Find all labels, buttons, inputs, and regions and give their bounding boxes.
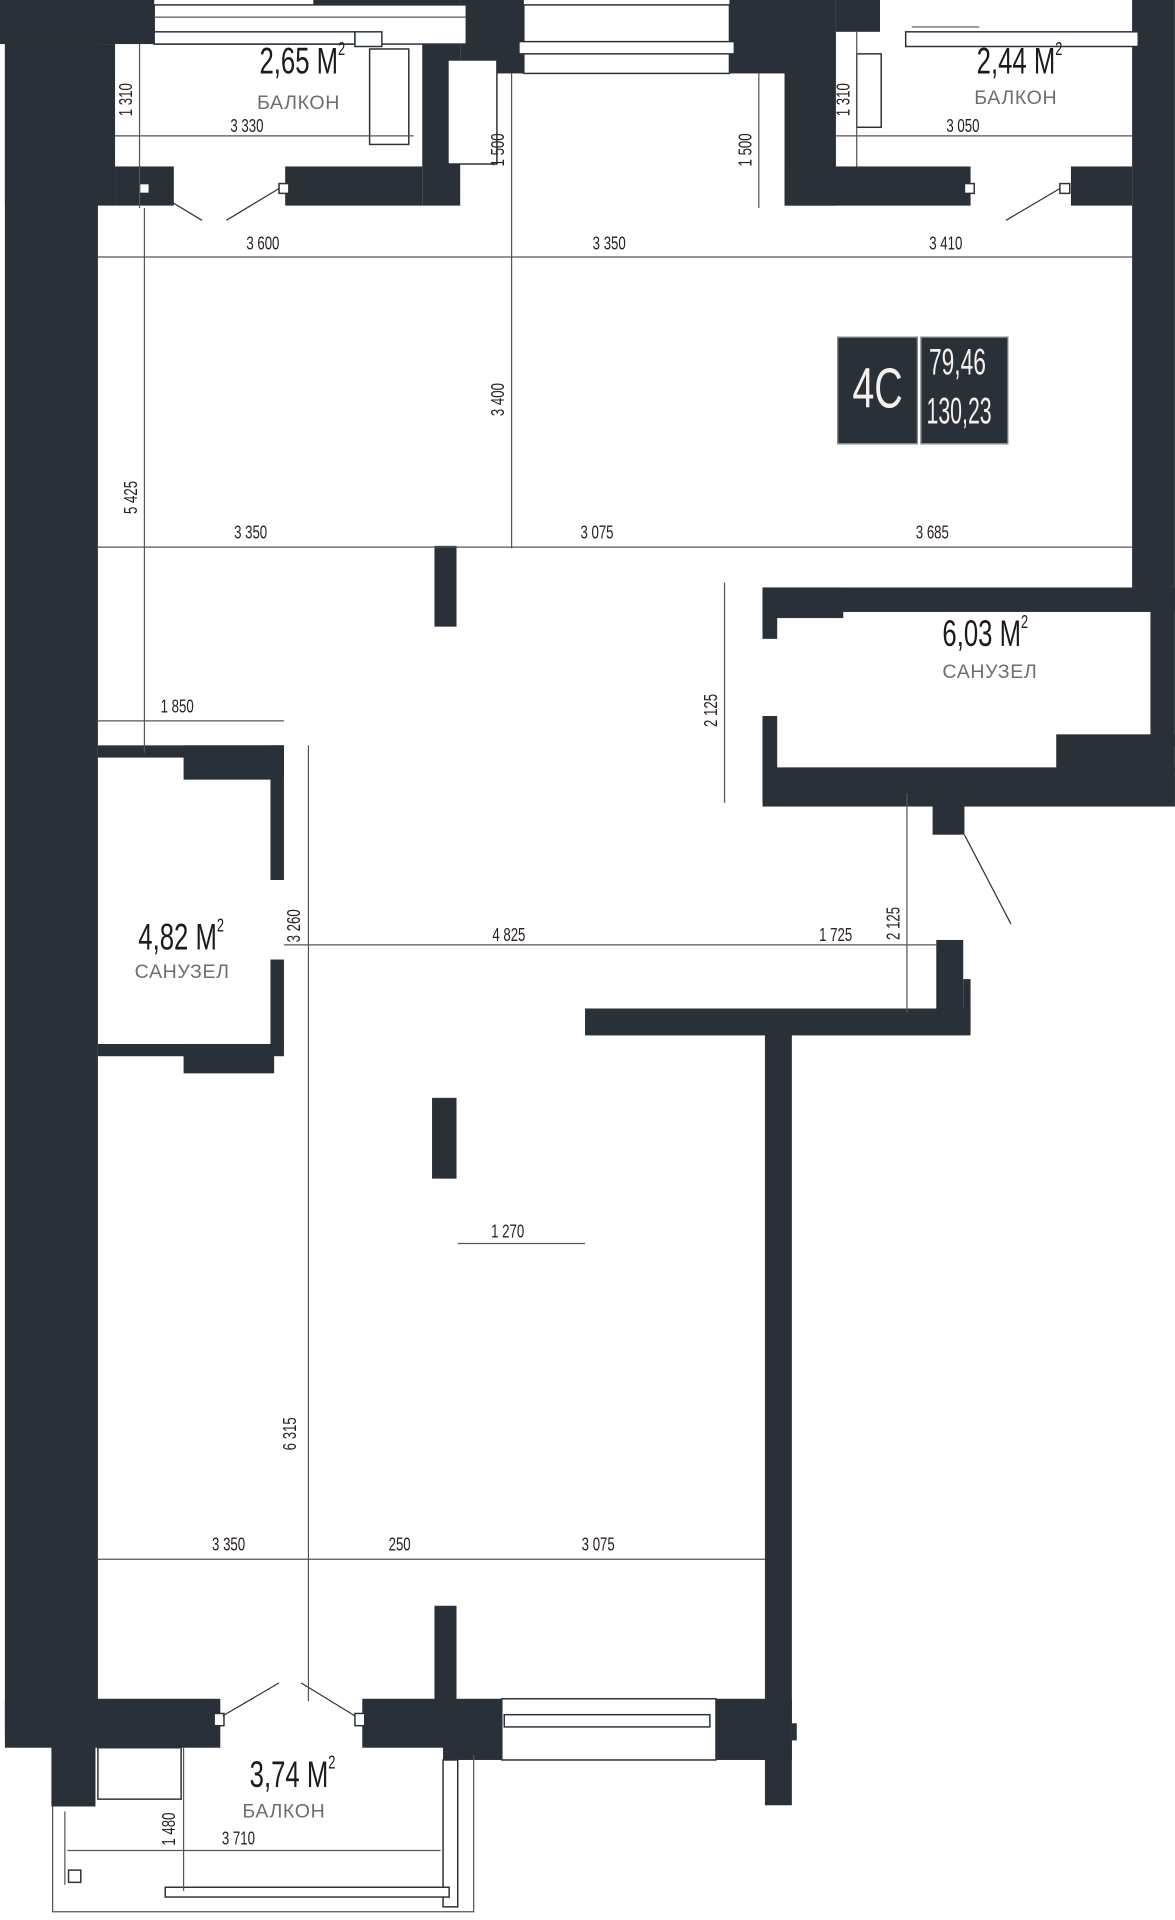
dim-bal-bottom-height: 1 480 [159,1812,180,1846]
room-name-bathroom-left: САНУЗЕЛ [134,961,230,983]
dim-mid-3: 3 685 [915,522,949,544]
dim-corridor-2: 1 725 [819,925,853,947]
dim-corridor-1: 4 825 [492,925,526,947]
dim-inner-width: 1 270 [491,1221,525,1243]
dim-win-left-depth: 1 500 [488,133,510,167]
dim-bal-tr-height: 1 310 [833,83,855,117]
dim-bottom-2: 250 [388,1534,411,1556]
dim-corridor-left: 1 850 [160,696,194,718]
dim-bal-tl-height: 1 310 [116,83,138,117]
dim-bath-right-side: 2 125 [701,693,723,727]
room-name-balcony-top-right: БАЛКОН [974,88,1058,109]
dim-top-2: 3 350 [592,233,626,255]
unit-type-badge: 4С [837,336,918,445]
dim-entry-height: 2 125 [883,906,905,940]
dim-bal-bottom-width: 3 710 [221,1828,255,1850]
room-name-balcony-top-left: БАЛКОН [257,93,341,114]
dim-mid-1: 3 350 [234,522,268,544]
dim-win-right-depth: 1 500 [735,133,757,167]
dim-lower-height: 6 315 [280,1417,302,1451]
area-bathroom-left: 4,82 М2 [138,915,225,959]
dim-bottom-1: 3 350 [212,1534,246,1556]
dim-top-3: 3 410 [929,233,963,255]
total-area: 130,23 [926,391,992,433]
living-area: 79,46 [928,342,986,384]
unit-type: 4С [852,356,903,420]
dim-mid-2: 3 075 [580,522,614,544]
area-balcony-top-right: 2,44 М2 [976,39,1063,83]
dim-bal-tl-width: 3 330 [230,116,264,138]
area-balcony-top-left: 2,65 М2 [259,39,346,83]
dim-left-height: 5 425 [121,480,142,515]
dim-bottom-3: 3 075 [581,1534,615,1556]
wall-left [4,0,98,1736]
area-bathroom-right: 6,03 М2 [942,611,1029,655]
unit-area-badge: 79,46 130,23 [920,336,1009,445]
area-balcony-bottom: 3,74 М2 [249,1752,336,1796]
dim-bal-tr-width: 3 050 [946,116,980,138]
dim-top-1: 3 600 [246,233,280,255]
dim-center-height: 3 400 [488,383,510,417]
dim-bath-left-height: 3 260 [283,909,305,943]
room-name-bathroom-right: САНУЗЕЛ [942,662,1038,683]
room-name-balcony-bottom: БАЛКОН [242,1801,326,1823]
